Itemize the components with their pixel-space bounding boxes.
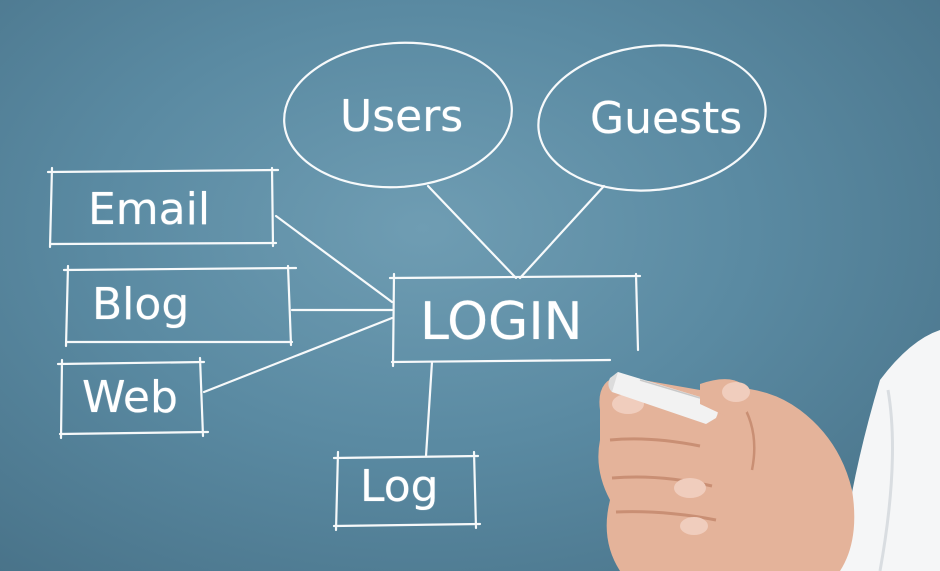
web-label: Web	[82, 372, 178, 423]
guests-bubble	[537, 44, 767, 192]
connector-guests-login	[518, 184, 606, 280]
connector-email-login	[274, 214, 394, 304]
marker	[610, 372, 718, 424]
web-box	[56, 356, 210, 440]
connector-web-login	[202, 316, 394, 394]
email-label: Email	[88, 184, 211, 235]
hand	[598, 376, 855, 571]
hand-with-marker	[598, 330, 940, 571]
users-bubble	[283, 41, 513, 189]
log-box	[332, 450, 482, 532]
blog-box	[62, 264, 298, 348]
connector-users-login	[426, 184, 518, 280]
log-label: Log	[360, 461, 439, 512]
guests-label: Guests	[590, 93, 743, 144]
connector-login-log	[424, 360, 434, 458]
email-box	[46, 166, 280, 249]
blog-label: Blog	[92, 279, 190, 330]
login-label: LOGIN	[420, 292, 583, 352]
sleeve	[840, 330, 940, 571]
users-label: Users	[340, 91, 464, 142]
